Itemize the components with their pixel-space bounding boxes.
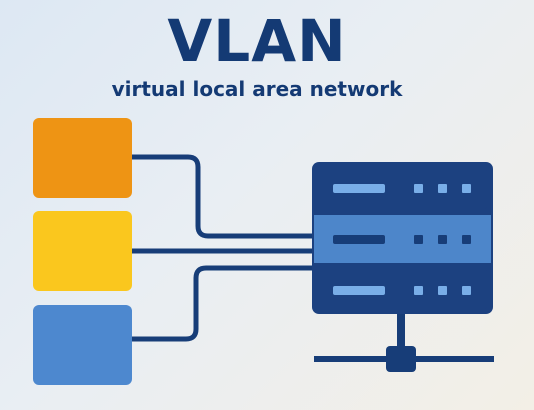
network-switch-icon bbox=[312, 162, 493, 314]
yellow-device-icon bbox=[33, 211, 132, 291]
cable-orange-device bbox=[132, 154, 318, 239]
cable-blue-device bbox=[132, 265, 318, 342]
cables bbox=[132, 154, 318, 342]
switch-slot-middle bbox=[333, 235, 385, 244]
switch-lights-bottom bbox=[414, 286, 471, 295]
switch-unit-bottom bbox=[318, 269, 487, 309]
switch-lights-middle bbox=[414, 235, 471, 244]
switch-slot-bottom bbox=[333, 286, 385, 295]
network-bus-icon bbox=[314, 312, 494, 372]
orange-device-icon bbox=[33, 118, 132, 198]
switch-unit-top bbox=[318, 169, 487, 209]
diagram-title: VLAN bbox=[167, 7, 347, 75]
blue-device-icon bbox=[33, 305, 132, 385]
switch-slot-top bbox=[333, 184, 385, 193]
diagram-subtitle: virtual local area network bbox=[111, 77, 403, 101]
switch-lights-top bbox=[414, 184, 471, 193]
